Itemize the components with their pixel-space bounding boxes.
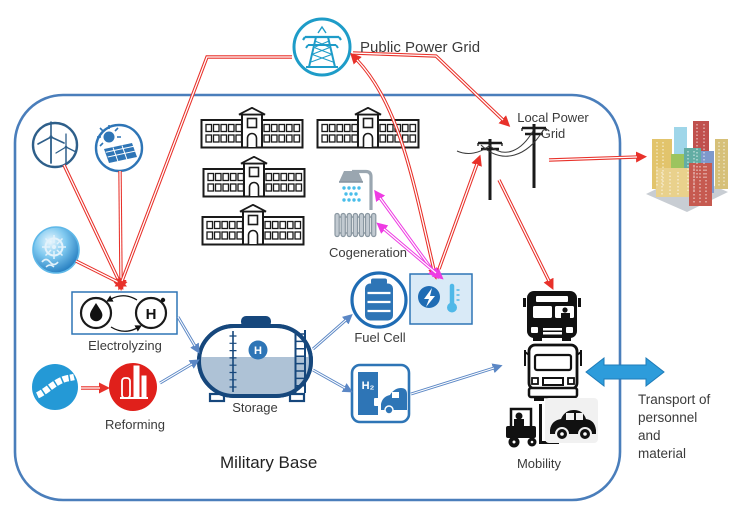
fuel-cell-label: Fuel Cell [354, 330, 406, 345]
hydro-power-icon [32, 226, 80, 274]
reforming-icon [109, 363, 157, 411]
arrow-hydro-to-electrolyzing [75, 259, 127, 287]
thermometer-icon [447, 283, 460, 313]
power-heat-box [409, 273, 473, 325]
reforming-label: Reforming [105, 417, 165, 432]
barracks-buildings [200, 107, 420, 246]
fuel-cell-icon [350, 271, 408, 329]
public-power-grid-label: Public Power Grid [360, 39, 481, 56]
transport-label-line: Transport of [638, 392, 711, 407]
arrow-power-heat-box-to-radiator [376, 222, 444, 280]
cycle-arrows-icon [106, 295, 142, 332]
city-icon [646, 121, 728, 212]
lightning-icon [418, 286, 440, 308]
cogeneration-label: Cogeneration [328, 245, 408, 260]
arrow-power-heat-box-to-local-grid [437, 154, 482, 270]
bus-icon [523, 291, 581, 341]
storage-label: Storage [232, 400, 278, 415]
arrow-wind-to-electrolyzing [62, 164, 124, 291]
arrow-electrolyzing-to-storage [176, 316, 200, 354]
hydrogen-arrows [159, 314, 503, 396]
truck-icon [524, 343, 582, 401]
arrow-public-grid-to-electrolyzing [117, 55, 292, 291]
electrolyzing-label: Electrolyzing [88, 338, 162, 353]
shower-icon [339, 169, 373, 210]
transmission-tower-icon [292, 17, 352, 77]
arrow-storage-to-fuel-cell [312, 314, 353, 351]
building-icon [201, 204, 305, 246]
hydrogen-circle-icon [134, 296, 168, 330]
electrolyzing-box: H [71, 291, 178, 335]
radiator-icon [334, 212, 377, 238]
local-power-grid-label-line1: Local Power [517, 110, 589, 125]
arrow-h2-station-to-mobility [410, 363, 503, 396]
local-power-grid-label: Local Power Grid [512, 110, 594, 142]
storage-tank-icon: H [197, 316, 313, 403]
car-icon [545, 398, 598, 443]
solar-panel-icon [94, 123, 144, 173]
arrow-solar-to-electrolyzing [115, 170, 127, 291]
arrow-local-grid-to-city [548, 151, 647, 163]
utility-poles-icon [456, 124, 547, 200]
forklift-icon [506, 404, 559, 448]
wind-turbine-icon [31, 121, 79, 169]
h2-sign-label: H₂ [362, 380, 375, 392]
transport-double-arrow [585, 356, 665, 388]
h2-fueling-station-icon: H₂ [350, 363, 411, 424]
transport-label-line: and [638, 428, 661, 443]
hydrogen-symbol: H [146, 306, 157, 323]
hydrogen-symbol: H [254, 345, 262, 357]
transport-label: Transport of personnel and material [638, 391, 710, 463]
electricity-arrows [62, 51, 647, 394]
heat-arrows [374, 189, 444, 280]
military-base-boundary [13, 93, 622, 502]
building-icon [200, 107, 304, 149]
natural-gas-pipeline-icon [32, 364, 78, 410]
military-base-label: Military Base [220, 453, 318, 472]
arrow-storage-to-h2-station [312, 368, 353, 393]
building-icon [316, 107, 420, 149]
arrow-local-grid-to-mobility [497, 179, 554, 290]
transport-label-line: personnel [638, 410, 698, 425]
mobility-label: Mobility [516, 456, 562, 471]
building-icon [202, 156, 306, 198]
arrow-reforming-to-storage [159, 359, 200, 385]
local-power-grid-label-line2: Grid [540, 126, 566, 141]
transport-label-line: material [638, 446, 687, 461]
